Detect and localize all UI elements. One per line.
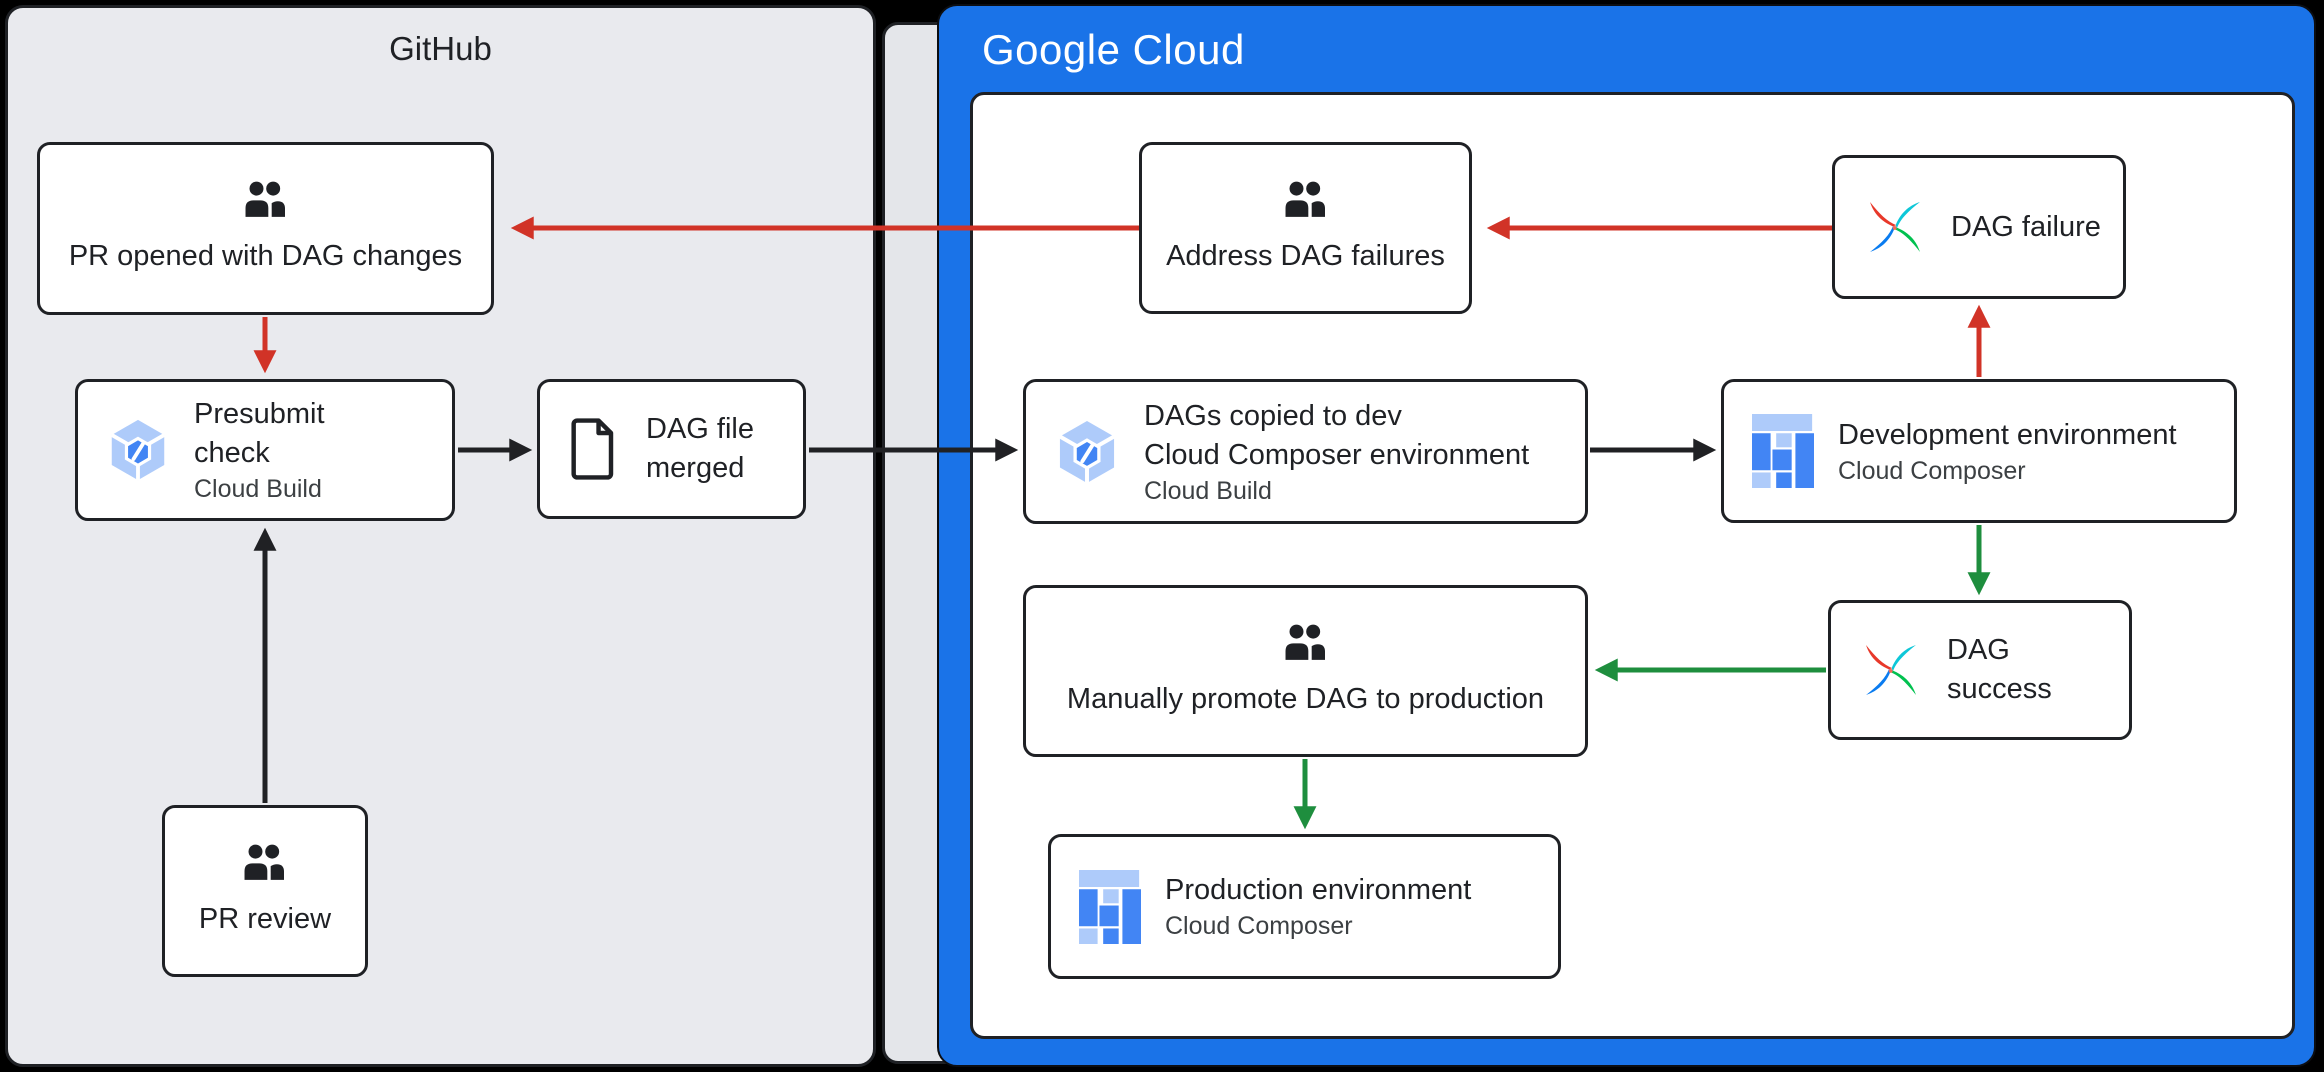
- node-label: PR opened with DAG changes: [68, 240, 463, 272]
- node-address-dag-failures: Address DAG failures: [1139, 142, 1472, 314]
- people-icon: [244, 844, 284, 880]
- node-dag-failure: DAG failure: [1832, 155, 2126, 299]
- document-icon: [568, 417, 622, 481]
- node-pr-review: PR review: [162, 805, 368, 977]
- node-label: Development environment: [1838, 418, 2177, 451]
- node-label: PR review: [198, 902, 332, 935]
- node-sublabel: Cloud Build: [1144, 476, 1272, 505]
- node-label: Presubmit check: [194, 398, 325, 469]
- cloud-composer-icon: [1079, 869, 1141, 944]
- google-cloud-panel-title: Google Cloud: [982, 26, 1245, 73]
- airflow-icon: [1870, 202, 1920, 252]
- cloud-build-icon: [109, 418, 167, 482]
- node-label: Manually promote DAG to production: [1066, 682, 1545, 715]
- cloud-build-icon: [1057, 418, 1117, 485]
- cloud-composer-icon: [1752, 414, 1814, 488]
- node-pr-opened: PR opened with DAG changes: [37, 142, 494, 315]
- node-production-environment: Production environment Cloud Composer: [1048, 834, 1561, 979]
- node-sublabel: Cloud Composer: [1165, 912, 1353, 940]
- node-label: Address DAG failures: [1166, 239, 1445, 272]
- node-manually-promote: Manually promote DAG to production: [1023, 585, 1588, 757]
- node-development-environment: Development environment Cloud Composer: [1721, 379, 2237, 523]
- node-dag-success: DAG success: [1828, 600, 2132, 740]
- node-label: DAG file merged: [646, 413, 754, 484]
- node-sublabel: Cloud Composer: [1838, 456, 2026, 485]
- node-presubmit-check: Presubmit check Cloud Build: [75, 379, 455, 521]
- people-icon: [1285, 181, 1325, 217]
- github-panel-title: GitHub: [389, 30, 492, 67]
- node-label: DAG success: [1947, 634, 2052, 705]
- people-icon: [245, 181, 285, 217]
- node-label: Production environment: [1165, 874, 1472, 906]
- node-dag-file-merged: DAG file merged: [537, 379, 806, 519]
- airflow-icon: [1866, 645, 1916, 695]
- node-label: DAG failure: [1951, 210, 2101, 243]
- people-icon: [1285, 624, 1325, 660]
- node-sublabel: Cloud Build: [194, 475, 322, 503]
